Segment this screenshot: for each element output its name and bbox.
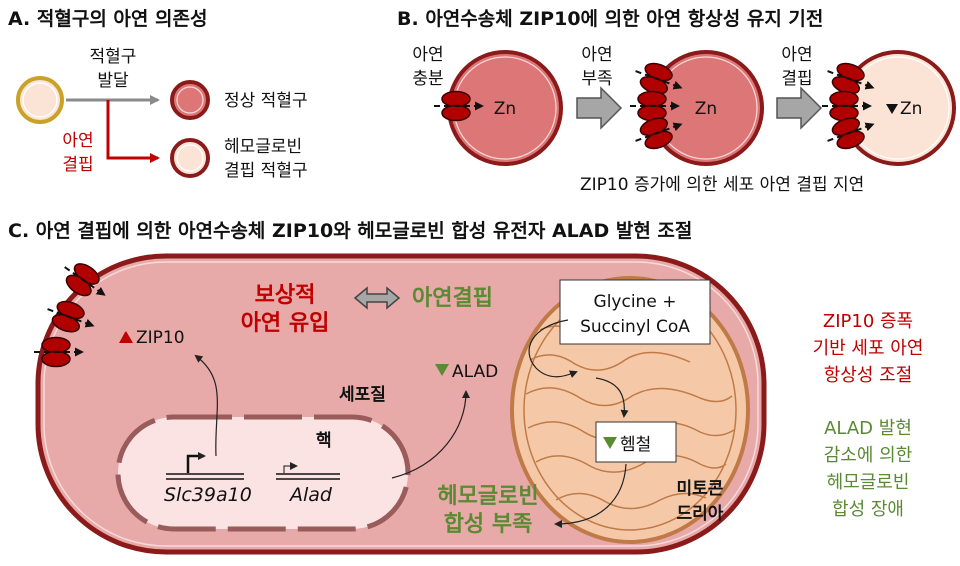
right-note-green-3: 헤모글로빈 bbox=[827, 472, 910, 493]
normal-rbc-inner bbox=[176, 86, 204, 114]
gene2-label: Alad bbox=[288, 484, 333, 506]
panel-b-title: B. 아연수송체 ZIP10에 의한 아연 항상성 유지 기전 bbox=[397, 8, 823, 30]
sufficient-label-2: 충분 bbox=[412, 69, 443, 89]
precursor-cell bbox=[16, 76, 64, 124]
substrate-box bbox=[559, 279, 711, 345]
crista bbox=[555, 492, 707, 510]
right-note-red-2: 기반 세포 아연 bbox=[813, 338, 924, 359]
panel-c-title: C. 아연 결핍에 의한 아연수송체 ZIP10와 헤모글로빈 합성 유전자 A… bbox=[8, 220, 692, 242]
deficient-rbc-label-2: 결핍 적혈구 bbox=[224, 161, 308, 181]
right-note-green-1: ALAD 발현 bbox=[824, 418, 912, 439]
hb-shortage-label-1: 헤모글로빈 bbox=[437, 484, 538, 509]
zn-label-stage1: Zn bbox=[494, 99, 516, 119]
alad-label: ALAD bbox=[452, 362, 498, 382]
zn-label-stage2: Zn bbox=[695, 99, 717, 119]
compensatory-label-2: 아연 유입 bbox=[241, 311, 330, 336]
sufficient-label-1: 아연 bbox=[412, 45, 443, 65]
nucleus bbox=[115, 414, 411, 532]
alad-expression-arrow bbox=[391, 390, 470, 479]
zip10-expression-arrow bbox=[194, 354, 218, 457]
alad-to-heme-arrow bbox=[595, 377, 629, 418]
deficient-rbc-inner bbox=[176, 144, 204, 172]
deficiency-label-1: 아연 bbox=[62, 131, 93, 151]
right-note-green-4: 합성 장애 bbox=[832, 499, 904, 520]
deficiency-b-label-1: 아연 bbox=[781, 45, 812, 65]
heme-to-hemoglobin-arrow bbox=[554, 463, 627, 528]
mitochondria-label-1: 미토콘 bbox=[677, 479, 724, 499]
promoter-arrow-icon bbox=[186, 452, 206, 473]
red-up-triangle-icon bbox=[119, 331, 133, 343]
panel-b: B. 아연수송체 ZIP10에 의한 아연 항상성 유지 기전 아연 충분 Zn… bbox=[397, 8, 956, 195]
gray-block-arrow-icon bbox=[576, 86, 623, 130]
deficient-rbc-label-1: 헤모글로빈 bbox=[224, 137, 302, 157]
cytoplasm-label: 세포질 bbox=[339, 384, 386, 405]
green-down-triangle-icon bbox=[603, 437, 617, 449]
green-down-triangle-icon bbox=[435, 364, 449, 376]
substrate-label-2: Succinyl CoA bbox=[580, 317, 690, 337]
shortage-label-1: 아연 bbox=[581, 45, 612, 65]
compensatory-label-1: 보상적 bbox=[255, 283, 316, 308]
zn-label-stage3: Zn bbox=[900, 99, 922, 119]
gray-block-arrow-icon bbox=[776, 86, 823, 130]
right-note-green-2: 감소에 의한 bbox=[824, 445, 913, 466]
promoter-arrow-icon bbox=[283, 462, 298, 473]
panel-a-title: A. 적혈구의 아연 의존성 bbox=[8, 7, 207, 30]
deficiency-label-2: 결핍 bbox=[62, 155, 93, 175]
crista bbox=[529, 351, 691, 371]
precursor-cell-inner bbox=[22, 82, 58, 118]
zip10-label: ZIP10 bbox=[136, 328, 185, 348]
substrate-to-alad-arrow bbox=[528, 319, 578, 378]
hb-shortage-label-2: 합성 부족 bbox=[444, 511, 533, 537]
heme-label: 헴철 bbox=[620, 435, 651, 455]
double-arrow-icon bbox=[353, 286, 401, 310]
down-triangle-icon bbox=[886, 104, 898, 114]
panel-c: C. 아연 결핍에 의한 아연수송체 ZIP10와 헤모글로빈 합성 유전자 A… bbox=[8, 220, 924, 555]
normal-rbc-label: 정상 적혈구 bbox=[224, 91, 308, 111]
right-note-red-3: 항상성 조절 bbox=[824, 365, 913, 386]
development-label-1: 적혈구 bbox=[90, 47, 137, 67]
mitochondria-label-2: 드리아 bbox=[677, 504, 724, 524]
gene1-label: Slc39a10 bbox=[164, 484, 252, 506]
panel-b-caption: ZIP10 증가에 의한 세포 아연 결핍 지연 bbox=[580, 175, 864, 195]
substrate-label-1: Glycine + bbox=[594, 292, 677, 312]
panel-a: A. 적혈구의 아연 의존성 적혈구 발달 아연 결핍 정상 적혈구 헤모글로빈… bbox=[8, 7, 308, 181]
zinc-deficiency-label: 아연결핍 bbox=[412, 286, 493, 311]
right-note-red-1: ZIP10 증폭 bbox=[823, 311, 913, 332]
crista bbox=[525, 387, 733, 407]
shortage-label-2: 부족 bbox=[581, 69, 612, 89]
deficiency-arrow bbox=[106, 100, 160, 163]
cell-membrane-inner bbox=[43, 261, 759, 547]
development-label-2: 발달 bbox=[97, 71, 129, 91]
deficiency-b-label-2: 결핍 bbox=[781, 69, 812, 89]
nucleus-label: 핵 bbox=[316, 431, 332, 451]
